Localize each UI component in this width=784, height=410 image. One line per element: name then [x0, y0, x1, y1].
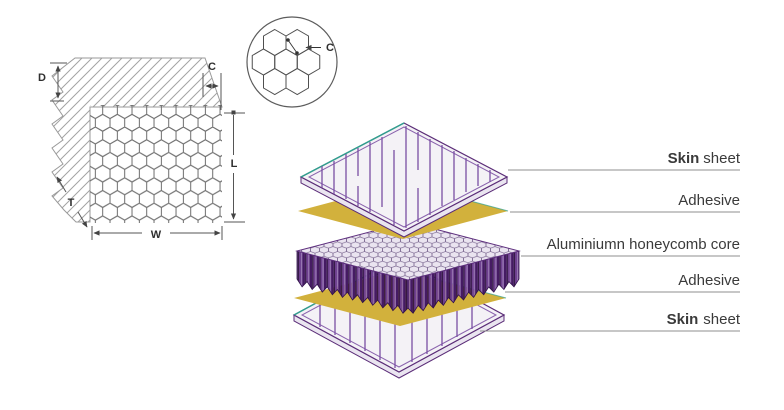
dim-cell-label: C — [208, 61, 216, 73]
cell-measure-marks — [286, 38, 321, 55]
label-adhesive-bottom: Adhesive — [678, 272, 740, 289]
sheet-grain-lines — [319, 296, 473, 368]
dim-thickness: T — [56, 176, 88, 228]
dim-width-label: W — [151, 229, 162, 241]
core-top-face — [295, 221, 521, 281]
dim-thickness-label: T — [68, 197, 75, 209]
hexagon-cluster — [251, 28, 321, 96]
dim-cell: C — [202, 61, 222, 110]
detail-circle — [246, 16, 338, 108]
core-side-right — [407, 250, 520, 314]
label-adhesive-top: Adhesive — [678, 192, 740, 209]
honeycomb-dimension-diagram: D C T L W — [38, 57, 245, 241]
label-honeycomb-core: Aluminiumn honeycomb core — [547, 236, 740, 253]
layer-honeycomb-core — [295, 221, 521, 314]
honeycomb-front-face — [90, 105, 222, 223]
sheet-grain-lines — [321, 126, 491, 228]
detail-cell-label: C — [326, 42, 334, 54]
exploded-panel-view — [292, 122, 521, 379]
cell-size-detail-circle: C — [246, 16, 338, 108]
layer-skin-sheet-top — [299, 122, 509, 238]
dim-length: L — [224, 110, 245, 223]
core-side-left — [296, 250, 409, 314]
dim-depth: D — [38, 62, 67, 102]
dim-depth-label: D — [38, 72, 46, 84]
dim-width: W — [91, 226, 223, 241]
dim-length-label: L — [231, 158, 238, 170]
